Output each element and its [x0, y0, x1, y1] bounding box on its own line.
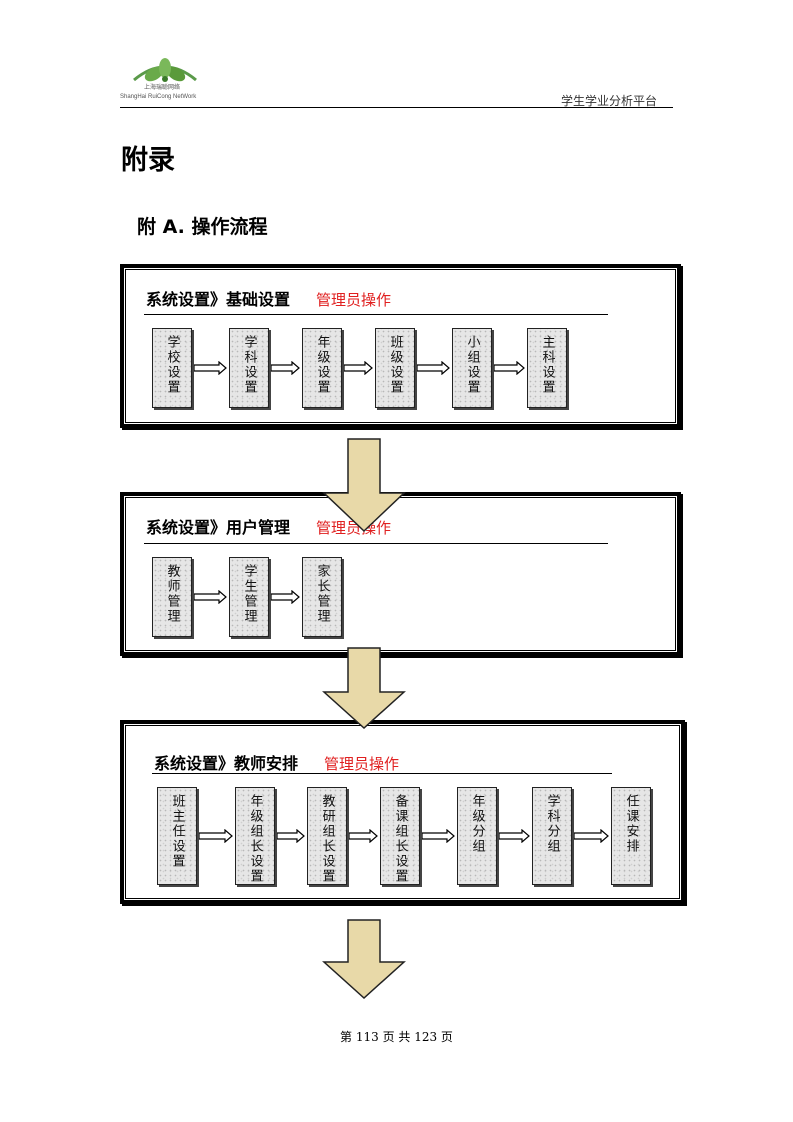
flow-step: 学科设置	[229, 328, 269, 408]
right-arrow-icon	[194, 361, 227, 375]
flow-step: 任课安排	[611, 787, 651, 885]
right-arrow-icon	[417, 361, 450, 375]
flow-step: 班主任设置	[157, 787, 197, 885]
flow-step: 家长管理	[302, 557, 342, 637]
flow-step: 教师管理	[152, 557, 192, 637]
header-title: 学生学业分析平台	[560, 94, 657, 108]
flow-step-label: 任课安排	[623, 794, 639, 854]
right-arrow-icon	[344, 361, 373, 375]
right-arrow-icon	[499, 829, 530, 843]
flow-step-label: 班级设置	[387, 335, 403, 395]
flow-step: 教研组长设置	[307, 787, 347, 885]
flow-step-label: 小组设置	[464, 335, 480, 395]
right-arrow-icon	[494, 361, 525, 375]
flow-step: 小组设置	[452, 328, 492, 408]
flow-step: 班级设置	[375, 328, 415, 408]
logo-leaves-icon	[133, 58, 197, 82]
flow-step-label: 主科设置	[539, 335, 555, 395]
right-arrow-icon	[271, 361, 300, 375]
down-arrow-icon	[322, 438, 406, 533]
flow-step-label: 家长管理	[314, 564, 330, 624]
flow-step: 主科设置	[527, 328, 567, 408]
section-heading-title: 系统设置》教师安排	[154, 754, 299, 773]
down-arrow-icon	[322, 647, 406, 730]
flow-step: 学生管理	[229, 557, 269, 637]
section-heading-role: 管理员操作	[324, 755, 400, 773]
logo-english-text: ShangHai RuiCong NetWork	[120, 94, 197, 100]
flow-step-label: 学生管理	[241, 564, 257, 624]
flow-step-label: 年级组长设置	[247, 794, 263, 884]
section-rule	[152, 773, 612, 774]
flow-step: 备课组长设置	[380, 787, 420, 885]
flow-step: 学科分组	[532, 787, 572, 885]
company-logo: 上海瑞聪网络 ShangHai RuiCong NetWork	[120, 52, 210, 108]
page-header: 上海瑞聪网络 ShangHai RuiCong NetWork 学生学业分析平台	[120, 52, 673, 108]
right-arrow-icon	[422, 829, 455, 843]
flow-step: 年级分组	[457, 787, 497, 885]
flow-step-label: 教师管理	[164, 564, 180, 624]
section-rule	[144, 543, 608, 544]
flow-step: 年级设置	[302, 328, 342, 408]
section-heading-title: 系统设置》用户管理	[146, 518, 291, 537]
flow-step-label: 学科设置	[241, 335, 257, 395]
section-title: 附 A. 操作流程	[137, 216, 268, 238]
section-rule	[144, 314, 608, 315]
down-arrow-icon	[322, 919, 406, 1000]
section-heading: 系统设置》基础设置 管理员操作	[146, 286, 391, 310]
flow-step-label: 学校设置	[164, 335, 180, 395]
appendix-title: 附录	[121, 145, 175, 176]
right-arrow-icon	[199, 829, 233, 843]
right-arrow-icon	[349, 829, 378, 843]
right-arrow-icon	[574, 829, 609, 843]
header-rule	[120, 107, 673, 108]
right-arrow-icon	[277, 829, 305, 843]
flow-step-label: 学科分组	[544, 794, 560, 854]
flow-step-label: 年级设置	[314, 335, 330, 395]
section-heading: 系统设置》教师安排 管理员操作	[154, 750, 399, 774]
page-footer: 第 113 页 共 123 页	[340, 1030, 453, 1044]
flow-step-label: 年级分组	[469, 794, 485, 854]
flow-step-label: 备课组长设置	[392, 794, 408, 884]
right-arrow-icon	[271, 590, 300, 604]
flow-step: 学校设置	[152, 328, 192, 408]
flow-step-label: 班主任设置	[169, 794, 185, 869]
right-arrow-icon	[194, 590, 227, 604]
flow-step: 年级组长设置	[235, 787, 275, 885]
flow-step-label: 教研组长设置	[319, 794, 335, 884]
section-heading-role: 管理员操作	[316, 291, 392, 309]
section-heading-title: 系统设置》基础设置	[146, 290, 291, 309]
logo-chinese-text: 上海瑞聪网络	[144, 84, 181, 91]
